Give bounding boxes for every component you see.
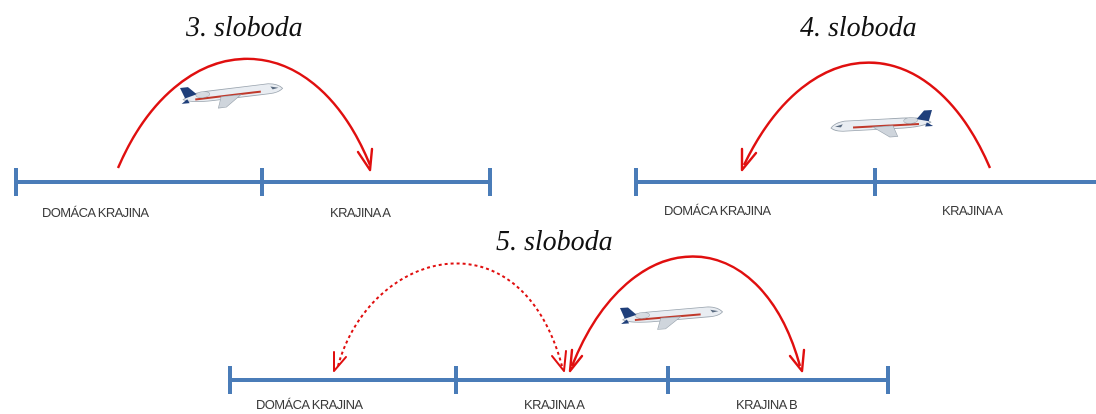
airplane-icon — [619, 300, 724, 333]
arrowhead-icon — [788, 348, 806, 373]
panel-5-dotted-arrow — [337, 262, 563, 367]
airplane-icon — [179, 76, 285, 113]
panel-4-axis — [634, 168, 1096, 196]
country-label-home: DOMÁCA KRAJINA — [256, 397, 363, 412]
panel-4-flight-arrow — [742, 61, 992, 169]
panel-4-title: 4. sloboda — [800, 12, 917, 43]
country-label-a: KRAJINA A — [942, 203, 1003, 218]
country-label-b: KRAJINA B — [736, 397, 798, 412]
panel-3-title: 3. sloboda — [186, 12, 303, 43]
panel-4-freedom — [634, 61, 1096, 196]
airplane-icon — [829, 109, 935, 142]
arrowhead-icon — [740, 147, 758, 172]
arrowhead-icon — [568, 348, 584, 373]
panel-5-axis — [228, 366, 890, 394]
country-label-home: DOMÁCA KRAJINA — [42, 205, 149, 220]
country-label-a: KRAJINA A — [330, 205, 391, 220]
panel-3-axis — [14, 168, 492, 196]
country-label-a: KRAJINA A — [524, 397, 585, 412]
panel-3-freedom — [14, 57, 492, 196]
panel-3-flight-arrow — [116, 57, 372, 169]
panel-5-freedom — [228, 255, 890, 394]
panel-5-flight-arrow — [570, 255, 802, 367]
arrowhead-icon — [333, 351, 347, 372]
arrowhead-icon — [356, 147, 374, 172]
arrowhead-icon — [551, 350, 567, 372]
panel-5-title: 5. sloboda — [496, 226, 613, 257]
country-label-home: DOMÁCA KRAJINA — [664, 203, 771, 218]
